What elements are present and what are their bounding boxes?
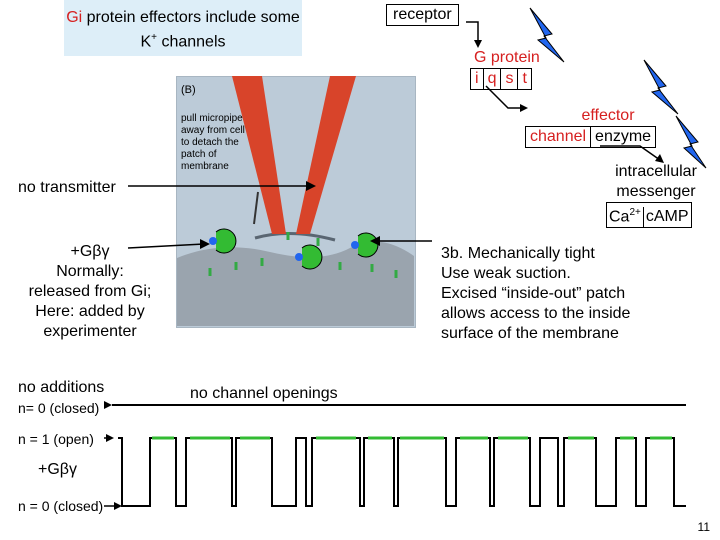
- no-openings-label: no channel openings: [190, 385, 338, 402]
- patch-membrane: [254, 232, 336, 242]
- messenger-box: intracellular messenger Ca2+cAMP: [606, 162, 706, 229]
- caption-line: pull micropipette: [181, 113, 254, 124]
- subunit-s: s: [500, 69, 517, 89]
- gbg-label: +Gβγ: [70, 243, 110, 260]
- g-protein-label: G protein: [474, 49, 540, 66]
- receptor-box: receptor: [386, 4, 459, 26]
- gbg-trace-label: +Gβγ: [38, 461, 77, 478]
- closed-level-label: n = 0 (closed): [18, 498, 104, 514]
- messenger-ca: Ca2+: [607, 203, 643, 227]
- channel-gbg-2: [295, 244, 323, 270]
- messenger-label-1: intracellular: [615, 163, 697, 180]
- channel-openings-trace: [118, 437, 686, 507]
- caption-line: away from cell: [181, 125, 245, 136]
- cell-body: [177, 241, 414, 326]
- pipette-marker: [253, 191, 259, 225]
- closed-top-label: n= 0 (closed): [18, 400, 100, 416]
- channel-gbg-3: [351, 232, 379, 258]
- here-label: Here: added by: [35, 303, 145, 320]
- arrow-head: [106, 434, 114, 442]
- title-sup: +: [151, 32, 157, 43]
- caption-line: to detach the: [181, 137, 239, 148]
- title-background: [64, 0, 302, 56]
- caption-line: patch of: [181, 149, 217, 160]
- effector-channel: channel: [530, 128, 587, 145]
- micropipette-left: [232, 76, 286, 234]
- gbg-note: +Gβγ Normally: released from Gi; Here: a…: [10, 242, 170, 342]
- cascade-arrows: [127, 21, 661, 249]
- description-line: allows access to the inside: [441, 305, 631, 322]
- subunit-i: i: [475, 70, 479, 87]
- arrow-heads: [200, 40, 664, 249]
- description-line: Use weak suction.: [441, 265, 571, 282]
- title-tail: channels: [157, 33, 226, 51]
- lightning-icon: [643, 59, 679, 115]
- title-text: protein effectors include some K: [82, 9, 300, 51]
- lightning-icon: [529, 7, 565, 63]
- description-line: surface of the membrane: [441, 325, 619, 342]
- open-level-label: n = 1 (open): [18, 431, 94, 447]
- subunit-q: q: [482, 69, 501, 89]
- messenger-camp: cAMP: [642, 207, 691, 228]
- title-gi: Gi: [66, 9, 83, 26]
- no-additions-label: no additions: [18, 379, 105, 396]
- page-number: 11: [697, 520, 710, 534]
- normally-label: Normally:: [56, 263, 124, 280]
- messenger-ca-label: Ca: [609, 208, 630, 226]
- caption-line: membrane: [181, 161, 229, 172]
- arrow-head: [114, 502, 122, 510]
- arrow-head: [104, 401, 112, 409]
- slide-title: Gi protein effectors include some K+ cha…: [64, 8, 302, 52]
- description-line: Excised “inside-out” patch: [441, 285, 626, 302]
- channel-gbg-1: [209, 228, 237, 254]
- released-label: released from Gi;: [28, 283, 152, 300]
- messenger-label-2: messenger: [616, 183, 696, 200]
- effector-enzyme: enzyme: [590, 127, 655, 147]
- receptor-label: receptor: [393, 6, 452, 23]
- figure-caption: pull micropipette away from cell to deta…: [181, 113, 254, 173]
- no-transmitter-label: no transmitter: [18, 179, 116, 196]
- lightning-icon: [675, 115, 707, 169]
- messenger-ca-sup: 2+: [629, 207, 641, 218]
- effector-label: effector: [581, 107, 635, 124]
- description-line: 3b. Mechanically tight: [441, 245, 595, 262]
- micropipette-right: [296, 76, 356, 234]
- figure-panel-label: (B): [181, 84, 196, 96]
- messenger-types: Ca2+cAMP: [606, 202, 692, 229]
- description: 3b. Mechanically tight Use weak suction.…: [441, 244, 630, 344]
- subunit-t: t: [517, 69, 530, 89]
- membrane-channels: [208, 232, 398, 278]
- experimenter-label: experimenter: [43, 323, 137, 340]
